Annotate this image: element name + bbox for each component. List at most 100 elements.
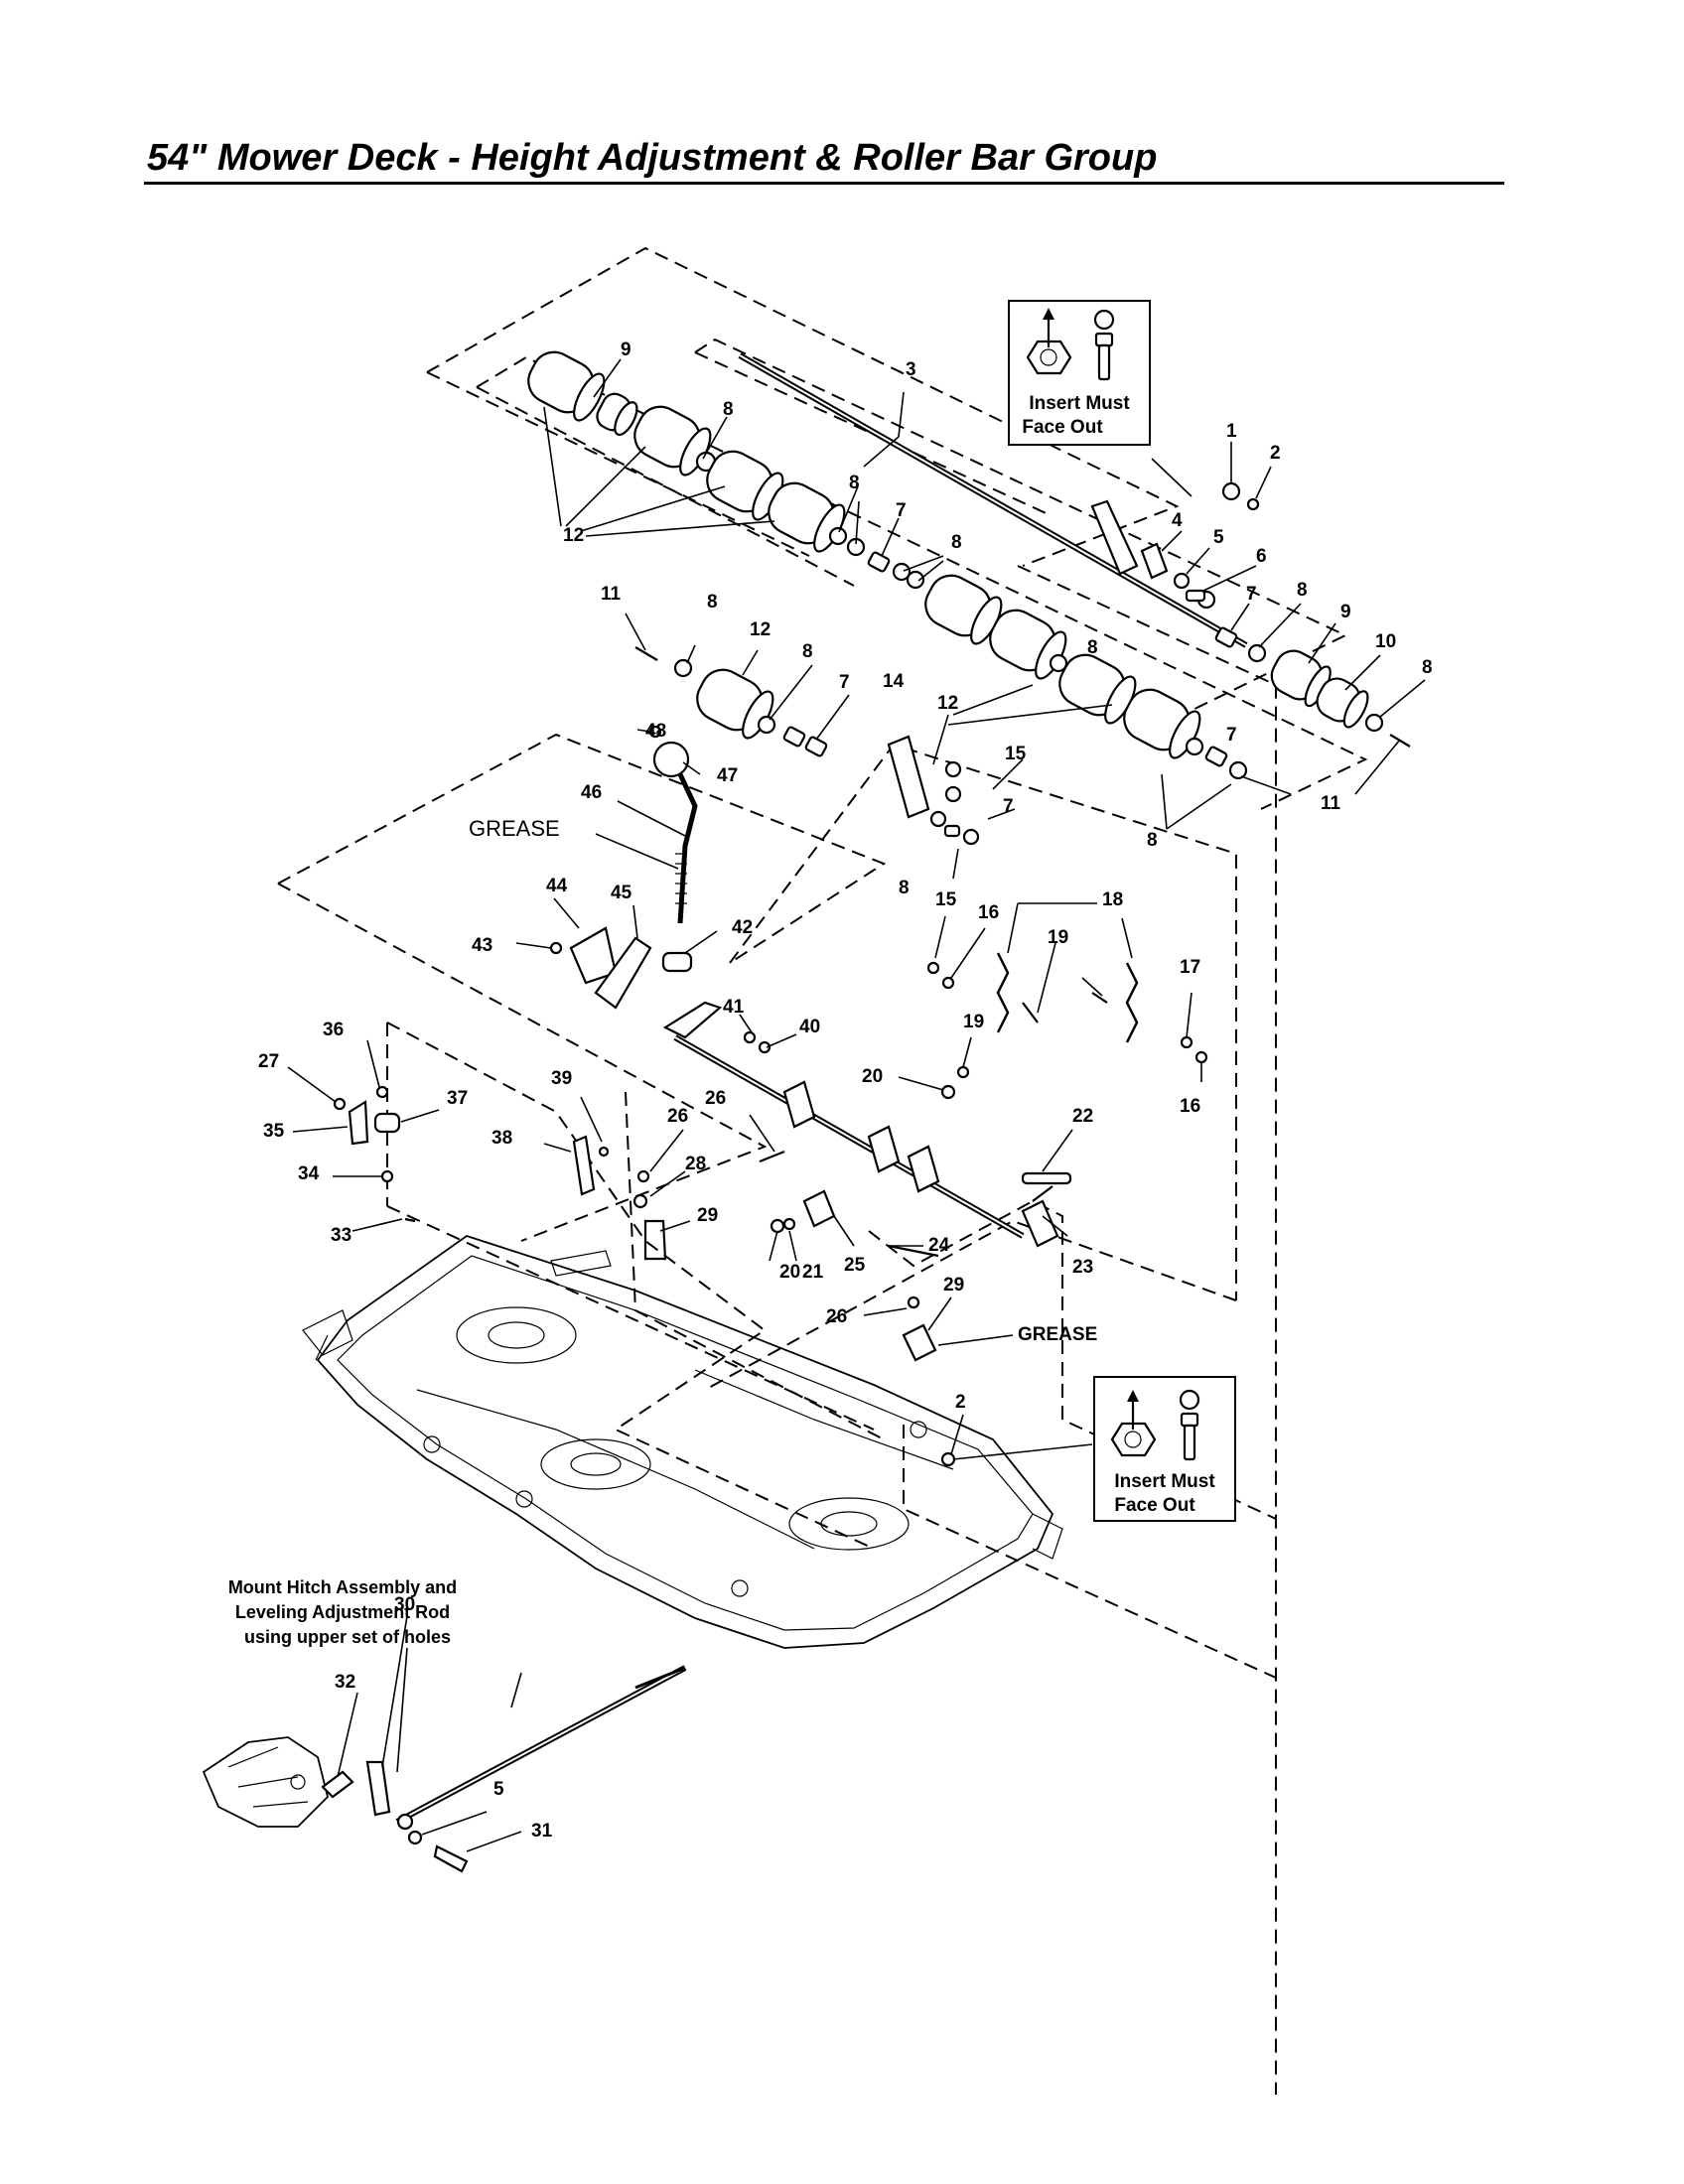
callout-44: 44 bbox=[546, 876, 568, 896]
callout-3: 3 bbox=[906, 359, 916, 380]
pivot-brackets bbox=[549, 926, 693, 1010]
hitch-assembly bbox=[202, 1665, 687, 1873]
callout-11: 11 bbox=[601, 584, 622, 605]
callout-27: 28 bbox=[685, 1154, 706, 1174]
callout-7: 7 bbox=[1246, 584, 1257, 605]
callout-20: 20 bbox=[862, 1066, 883, 1087]
callout-8: 8 bbox=[707, 592, 718, 613]
callout-40: 40 bbox=[799, 1017, 820, 1037]
callout-4: 4 bbox=[1172, 510, 1183, 531]
hitch-note-line1: Mount Hitch Assembly and bbox=[228, 1577, 457, 1597]
callout-8: 8 bbox=[723, 399, 734, 420]
callout-22: 23 bbox=[1072, 1257, 1093, 1278]
callout-2: 2 bbox=[955, 1392, 966, 1413]
callout-26: 27 bbox=[258, 1051, 279, 1072]
callout-7: 7 bbox=[896, 500, 907, 521]
callout-7: 7 bbox=[839, 672, 850, 693]
callout-38: 38 bbox=[491, 1128, 512, 1149]
callout-2: 2 bbox=[1270, 443, 1281, 464]
callout-24: 25 bbox=[844, 1255, 866, 1276]
callout-48: 48 bbox=[645, 721, 666, 742]
callout-8: 8 bbox=[802, 641, 813, 662]
callout-9: 9 bbox=[621, 340, 632, 360]
center-brackets bbox=[572, 1135, 937, 1362]
callout-16: 16 bbox=[978, 902, 999, 923]
cross-shaft bbox=[662, 1001, 1072, 1248]
grease-note-2: GREASE bbox=[1018, 1324, 1097, 1345]
callout-30: 30 bbox=[394, 1594, 415, 1615]
left-bracket-group bbox=[333, 1085, 416, 1223]
callout-28: 29 bbox=[697, 1205, 718, 1226]
callout-37: 37 bbox=[447, 1088, 468, 1109]
callout-33: 33 bbox=[331, 1225, 351, 1246]
callout-8: 8 bbox=[1087, 637, 1098, 658]
callout-8: 8 bbox=[899, 878, 910, 898]
right-bracket bbox=[1090, 481, 1260, 603]
callout-26: 26 bbox=[667, 1106, 688, 1127]
page-title: 54" Mower Deck - Height Adjustment & Rol… bbox=[147, 137, 1158, 179]
callout-29: 29 bbox=[943, 1275, 964, 1296]
callout-11: 11 bbox=[1321, 793, 1341, 814]
callout-20: 21 bbox=[802, 1262, 824, 1283]
callout-25: 26 bbox=[705, 1088, 726, 1109]
callout-16: 17 bbox=[1180, 957, 1200, 978]
height-lever bbox=[648, 725, 698, 924]
callout-7: 7 bbox=[1226, 725, 1237, 746]
bracket-13 bbox=[887, 735, 980, 846]
callout-12: 12 bbox=[750, 619, 771, 640]
callout-labels: 9 8 12 3 8 7 8 1 2 4 5 6 7 8 9 10 8 11 1… bbox=[228, 340, 1433, 1842]
callout-10: 10 bbox=[1375, 631, 1396, 652]
callout-46: 46 bbox=[581, 782, 602, 803]
insert-note-1-line2: Face Out bbox=[1022, 417, 1103, 438]
callout-19: 20 bbox=[779, 1262, 800, 1283]
callout-9: 9 bbox=[1340, 602, 1351, 622]
insert-note-2-line1: Insert Must bbox=[1114, 1471, 1215, 1492]
callout-8: 8 bbox=[849, 473, 860, 493]
callout-8: 8 bbox=[1297, 580, 1308, 601]
callout-17: 18 bbox=[1102, 889, 1123, 910]
callout-23: 24 bbox=[928, 1235, 950, 1256]
callout-14: 15 bbox=[1005, 744, 1027, 764]
callout-36: 36 bbox=[323, 1020, 344, 1040]
title-rule bbox=[144, 182, 1504, 185]
callout-47: 47 bbox=[717, 765, 738, 786]
callout-31: 31 bbox=[531, 1821, 553, 1842]
callout-5: 5 bbox=[493, 1779, 504, 1800]
upper-roller-row bbox=[527, 350, 1248, 780]
callout-6: 6 bbox=[1256, 546, 1267, 567]
callout-41: 41 bbox=[723, 997, 745, 1018]
callout-15: 15 bbox=[935, 889, 957, 910]
chains bbox=[926, 952, 1208, 1064]
callout-34: 34 bbox=[298, 1163, 320, 1184]
callout-43: 43 bbox=[472, 935, 492, 956]
callout-7: 7 bbox=[1003, 796, 1014, 817]
lower-hardware bbox=[759, 1065, 970, 1258]
hitch-note-line3: using upper set of holes bbox=[244, 1627, 451, 1647]
callout-39: 39 bbox=[551, 1068, 572, 1089]
callout-8: 8 bbox=[951, 532, 962, 553]
right-end-rollers bbox=[1196, 590, 1411, 748]
insert-note-1-line1: Insert Must bbox=[1029, 393, 1130, 414]
callout-21: 22 bbox=[1072, 1106, 1093, 1127]
grease-note-1: GREASE bbox=[469, 816, 560, 841]
callout-26: 26 bbox=[826, 1306, 847, 1327]
left-lower-roller bbox=[634, 646, 828, 757]
callout-19: 19 bbox=[963, 1012, 984, 1032]
callout-42: 42 bbox=[732, 917, 753, 938]
insert-note-2-line2: Face Out bbox=[1114, 1495, 1195, 1516]
callout-12: 12 bbox=[937, 693, 958, 714]
mower-deck bbox=[302, 1235, 1063, 1649]
callout-18: 19 bbox=[1048, 927, 1068, 948]
leader-lines bbox=[287, 358, 1426, 1852]
callout-8: 8 bbox=[1422, 657, 1433, 678]
callout-1: 1 bbox=[1226, 421, 1237, 442]
callout-5: 5 bbox=[1213, 527, 1224, 548]
callout-8: 8 bbox=[1147, 830, 1158, 851]
callout-13: 14 bbox=[883, 671, 905, 692]
callout-15: 16 bbox=[1180, 1096, 1200, 1117]
callout-12: 12 bbox=[563, 525, 584, 546]
callout-32: 32 bbox=[335, 1672, 355, 1693]
callout-35: 35 bbox=[263, 1121, 285, 1142]
